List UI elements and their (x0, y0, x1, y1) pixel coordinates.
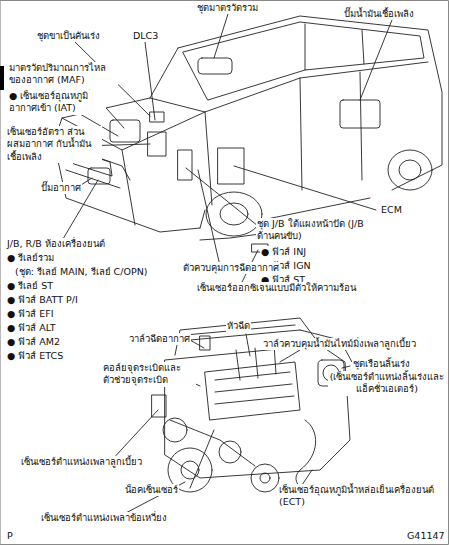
part-label: ECM (380, 204, 403, 216)
figure-code: P (6, 530, 14, 542)
part-label: ● ฟิวส์ ETCS (6, 350, 64, 362)
part-label: DLC3 (132, 30, 159, 42)
part-label: ● ฟิวส์ EFI (6, 308, 55, 320)
part-label: ชุด J/B ใต้แผงหน้าปัด (J/B ด้านคนขับ) (256, 218, 376, 243)
part-label: วาล์วฉีดอากาศ (128, 333, 191, 345)
part-label: ● ฟิวส์ ALT (6, 322, 57, 334)
part-label: ชุดขาเป็นคันเร่ง (36, 30, 101, 42)
part-label: เซ็นเซอร์อุณหภูมิน้ำหล่อเย็นเครื่องยนต์ … (278, 484, 446, 509)
part-label: เซ็นเซอร์อัตรา ส่วนผสมอากาศ กับน้ำมันเชื… (6, 126, 102, 163)
part-label: J/B, R/B ห้องเครื่องยนต์ (6, 238, 106, 250)
part-label: วาล์วควบคุมน้ำมันไทม์มิ่งเพลาลูกเบี้ยว (262, 338, 417, 350)
part-label: ● ฟิวส์ BATT P/I (6, 294, 79, 306)
part-label: (ชุด: รีเลย์ MAIN, รีเลย์ C/OPN) (14, 266, 148, 278)
part-label: (เซ็นเซอร์ตำแหน่งลิ้นเร่งและ แอ็คชั่วเอเ… (328, 371, 446, 396)
leader-lines (60, 14, 392, 516)
part-label: ชุดมาตรวัดรวม (196, 2, 259, 14)
part-label: ● ฟิวส์ AM2 (6, 336, 61, 348)
part-label: ● เซ็นเซอร์อุณหภูมิ อากาศเข้า (IAT) (8, 90, 106, 115)
part-label: ● รีเลย์ ST (6, 280, 54, 292)
part-label: คอล์ยจุดระเบิดและ ตัวช่วยจุดระเบิด (102, 362, 196, 387)
part-label: ปั๊มน้ำมันเชื้อเพลิง (343, 8, 415, 20)
part-label: ตัวควบคุมการฉีดอากาศ (182, 262, 280, 274)
part-label: ● ฟิวส์ INJ (260, 246, 307, 258)
part-label: เซ็นเซอร์ตำแหน่งเพลาข้อเหวี่ยง (40, 512, 168, 524)
part-label: ปั๊มอากาศ (40, 182, 82, 194)
figure-code: G41147 (406, 530, 446, 542)
part-label: มาตรวัดปริมาณการไหล ของอากาศ (MAF) (8, 62, 118, 87)
change-bar (0, 66, 4, 90)
part-label: หัวฉีด (226, 320, 251, 332)
part-label: เซ็นเซอร์ตำแหน่งเพลาลูกเบี้ยว (20, 456, 143, 468)
part-label: เซ็นเซอร์ออกซิเจนแบบมีตัวให้ความร้อน (196, 282, 357, 294)
part-label: ● รีเลย์รวม (6, 252, 55, 264)
vehicle-drawing (54, 16, 442, 252)
part-label: น็อคเซ็นเซอร์ (124, 484, 179, 496)
part-label: ชุดเรือนลิ้นเร่ง (352, 358, 411, 370)
